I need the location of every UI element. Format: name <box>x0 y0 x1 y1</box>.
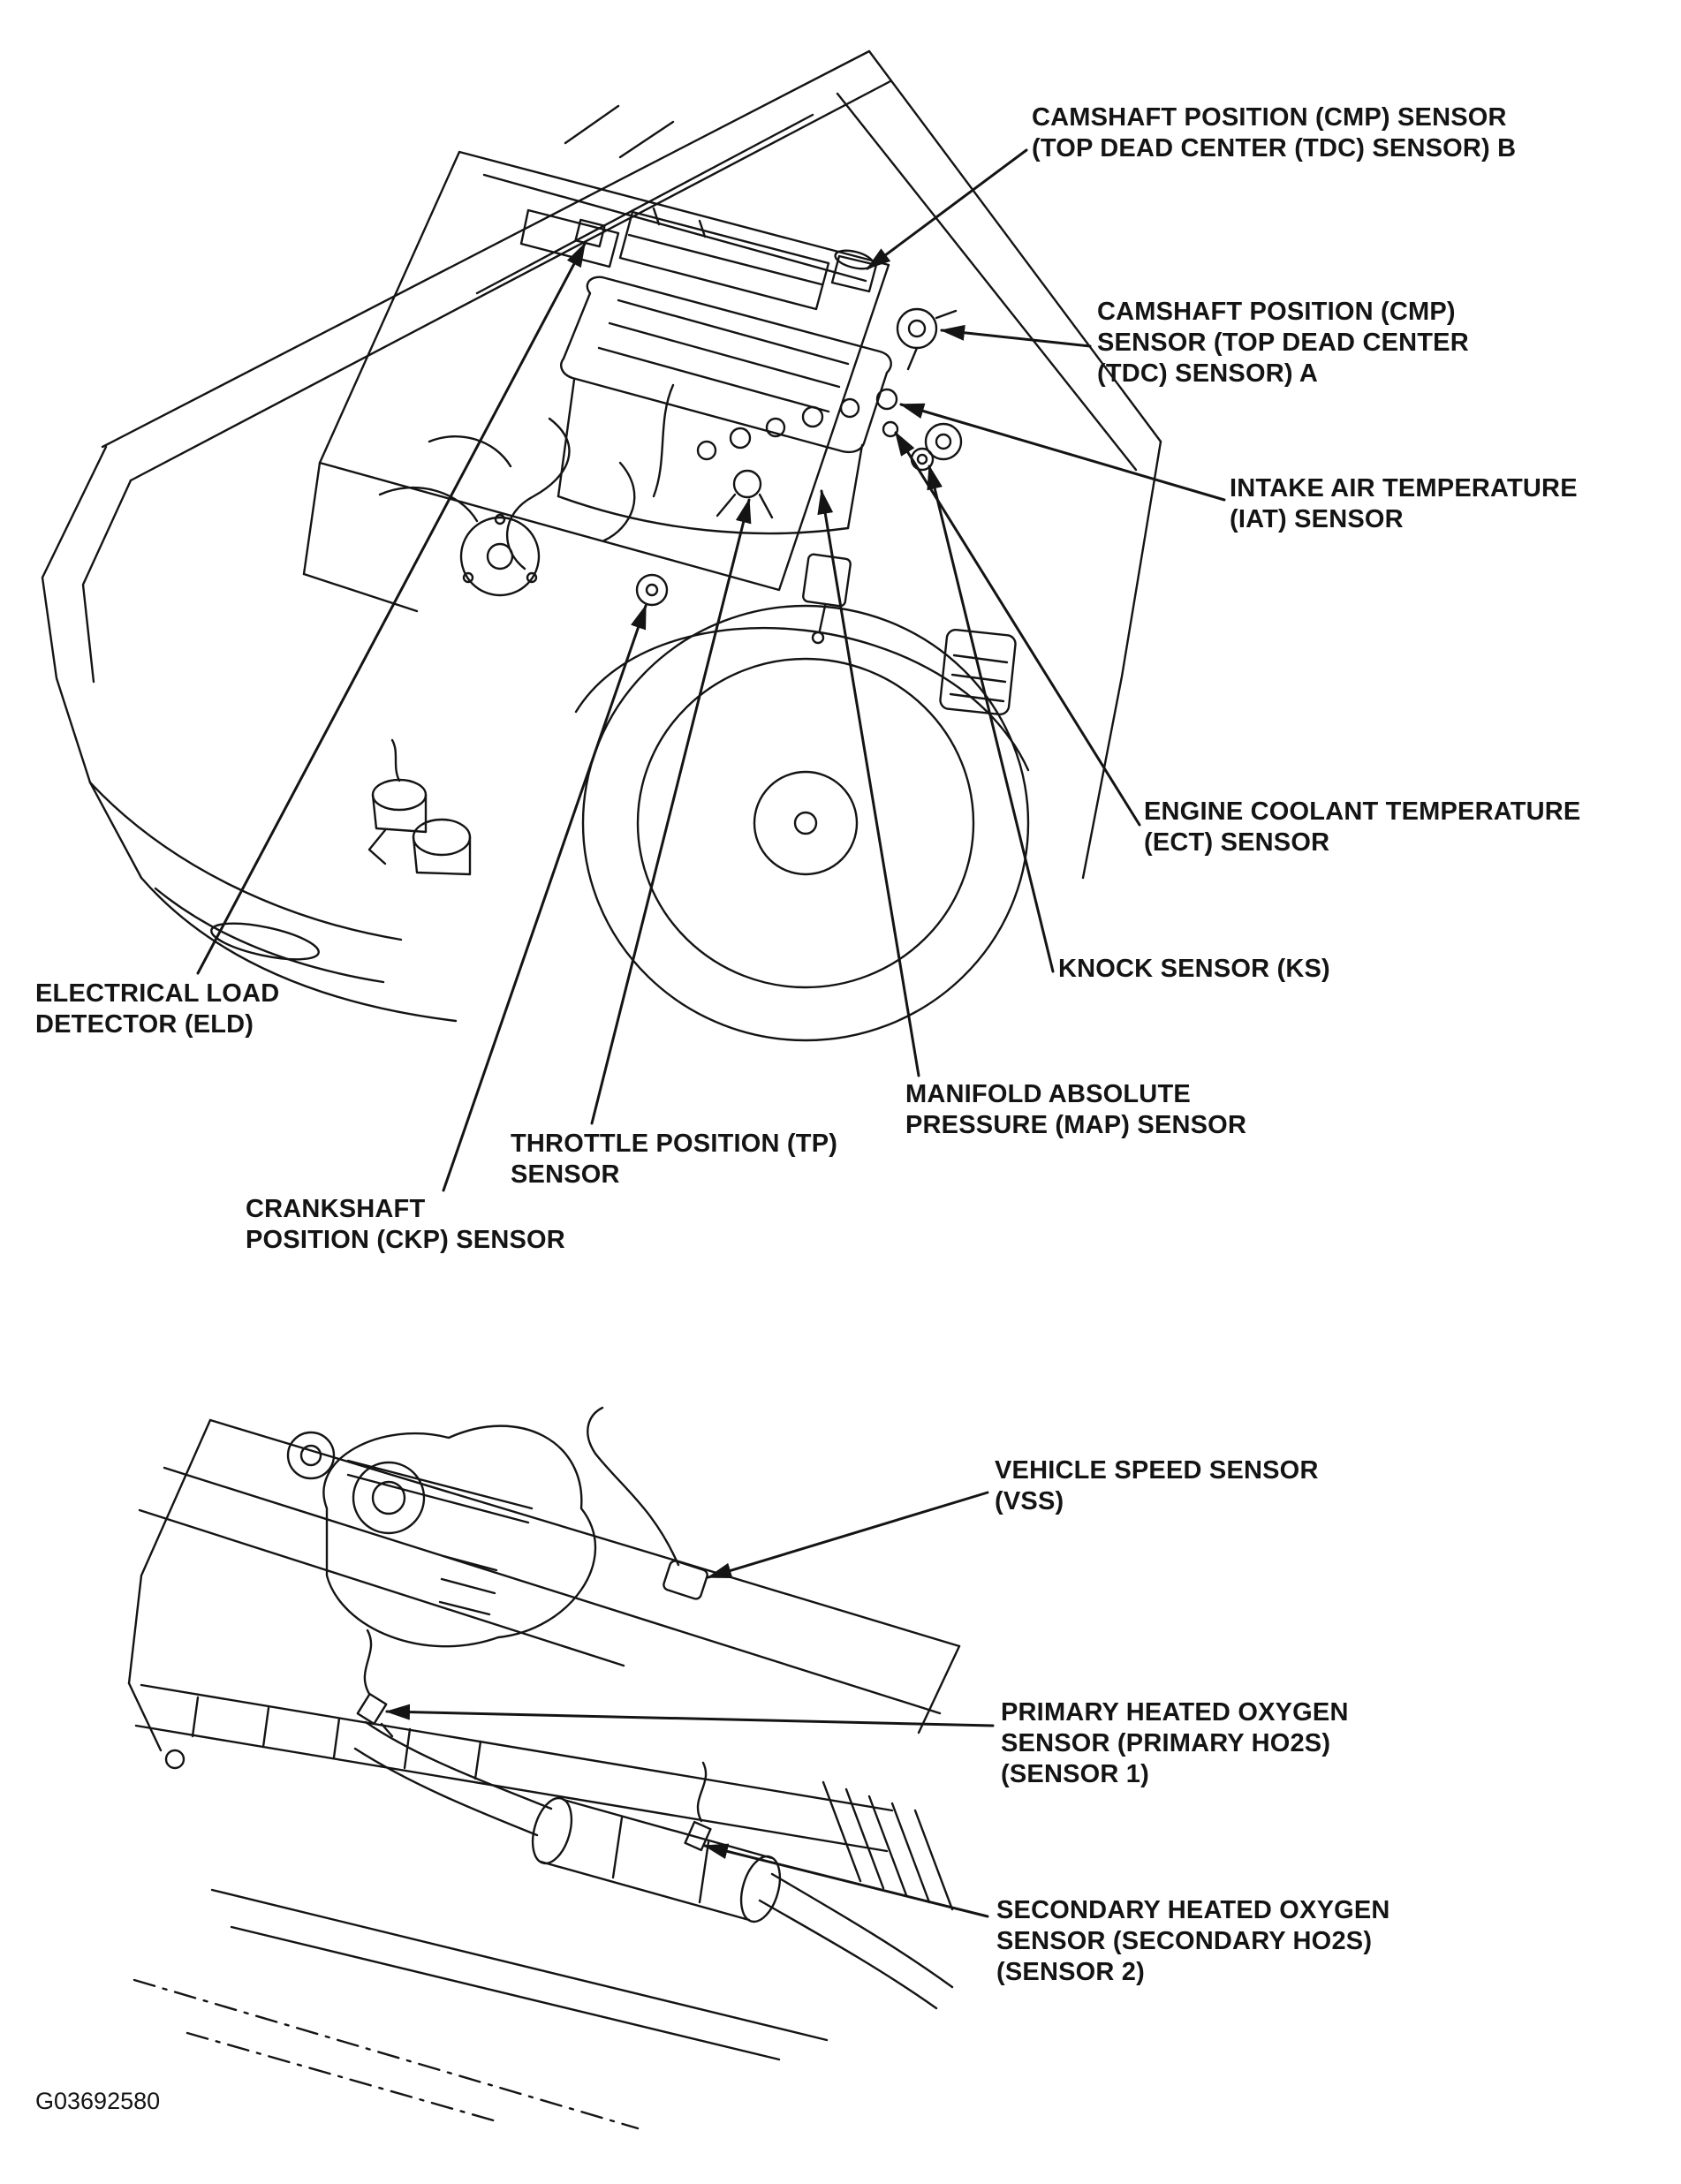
label-cmp-sensor-a: CAMSHAFT POSITION (CMP) SENSOR (TOP DEAD… <box>1097 298 1469 388</box>
leader-eld-arrow <box>196 242 587 975</box>
underbody-drawing <box>127 1406 961 2130</box>
leader-ho2s-secondary-arrow <box>703 1843 989 1918</box>
leader-iat-arrow <box>899 403 1226 502</box>
label-vss: VEHICLE SPEED SENSOR (VSS) <box>995 1456 1319 1515</box>
engine-bay-drawing <box>41 49 1162 1042</box>
leader-ks-arrow <box>927 465 1055 973</box>
leader-vss-arrow <box>707 1491 989 1579</box>
label-map-sensor: MANIFOLD ABSOLUTE PRESSURE (MAP) SENSOR <box>905 1080 1247 1139</box>
leader-map-arrow <box>817 489 920 1077</box>
label-primary-ho2s: PRIMARY HEATED OXYGEN SENSOR (PRIMARY HO… <box>1001 1698 1349 1788</box>
leader-cmp-a-arrow <box>940 324 1092 348</box>
figure-code: G03692580 <box>35 2088 161 2114</box>
label-knock-sensor: KNOCK SENSOR (KS) <box>1058 955 1330 983</box>
label-secondary-ho2s: SECONDARY HEATED OXYGEN SENSOR (SECONDAR… <box>996 1896 1390 1986</box>
leader-tp-arrow <box>590 498 752 1125</box>
label-ect-sensor: ENGINE COOLANT TEMPERATURE (ECT) SENSOR <box>1144 797 1581 857</box>
leader-ect-arrow <box>894 431 1141 827</box>
label-iat-sensor: INTAKE AIR TEMPERATURE (IAT) SENSOR <box>1230 474 1578 533</box>
leader-ckp-arrow <box>442 604 647 1192</box>
label-tp-sensor: THROTTLE POSITION (TP) SENSOR <box>511 1130 838 1189</box>
label-ckp-sensor: CRANKSHAFT POSITION (CKP) SENSOR <box>246 1195 565 1254</box>
label-eld: ELECTRICAL LOAD DETECTOR (ELD) <box>35 979 280 1039</box>
leader-cmp-b-arrow <box>866 148 1028 270</box>
label-cmp-sensor-b: CAMSHAFT POSITION (CMP) SENSOR (TOP DEAD… <box>1032 103 1517 162</box>
leader-ho2s-primary-arrow <box>385 1704 995 1727</box>
